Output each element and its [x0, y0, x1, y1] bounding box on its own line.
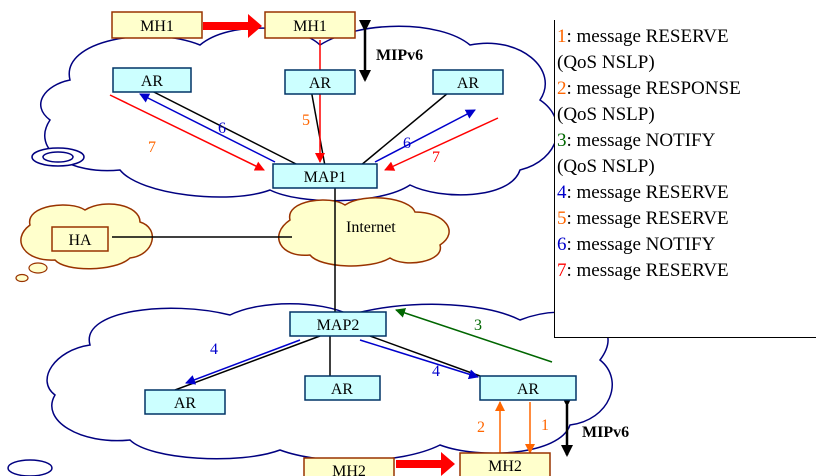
message-legend: 1: message RESERVE (QoS NSLP) 2: message…: [554, 20, 816, 338]
arrow-6-right-number: 6: [403, 135, 411, 152]
svg-text:MH2: MH2: [488, 458, 522, 475]
node-mh1-new: MH1: [264, 11, 356, 39]
mh2-handover-arrow: [396, 452, 455, 476]
node-mh1-old: MH1: [111, 11, 203, 39]
node-ha: HA: [51, 226, 109, 252]
legend-item: 5: message RESERVE: [557, 208, 729, 229]
node-ar-top-mid: AR: [284, 69, 356, 95]
node-ar-top-right: AR: [432, 69, 504, 95]
arrow-6-left: [139, 93, 276, 163]
svg-text:MAP2: MAP2: [317, 317, 360, 334]
mipv6-bottom-label: MIPv6: [582, 424, 629, 441]
arrow-4-right: [359, 339, 479, 380]
node-mh2-new: MH2: [459, 452, 551, 476]
node-ar-bot-right: AR: [479, 375, 577, 401]
arrow-7-right: [384, 117, 499, 171]
legend-item: 2: message RESPONSE: [557, 78, 741, 99]
svg-text:AR: AR: [517, 381, 540, 398]
svg-text:AR: AR: [331, 381, 354, 398]
legend-item: 4: message RESERVE: [557, 182, 729, 203]
svg-text:MH1: MH1: [140, 18, 174, 35]
links: [112, 82, 481, 391]
arrow-5-number: 5: [302, 112, 310, 129]
legend-item: 6: message NOTIFY: [557, 234, 716, 255]
node-ar-top-left: AR: [112, 67, 192, 93]
svg-text:AR: AR: [174, 395, 197, 412]
svg-text:HA: HA: [68, 232, 92, 249]
svg-text:MAP1: MAP1: [304, 169, 347, 186]
svg-text:AR: AR: [141, 73, 164, 90]
arrow-7-right-number: 7: [432, 149, 440, 166]
legend-item: 3: message NOTIFY: [557, 130, 716, 151]
svg-text:MH1: MH1: [293, 18, 327, 35]
legend-item: (QoS NSLP): [557, 52, 655, 73]
svg-text:AR: AR: [309, 75, 332, 92]
node-mh2-old: MH2: [303, 457, 395, 476]
legend-item: 1: message RESERVE: [557, 26, 729, 47]
arrow-3: [395, 308, 553, 363]
arrow-4-right-number: 4: [432, 363, 440, 380]
internet-label: Internet: [346, 219, 396, 236]
arrow-6-left-number: 6: [218, 120, 226, 137]
node-ar-bot-left: AR: [144, 389, 226, 415]
arrow-7-left-number: 7: [148, 139, 156, 156]
svg-text:MH2: MH2: [332, 463, 366, 476]
mh1-handover-arrow: [203, 14, 262, 38]
node-map2: MAP2: [289, 311, 387, 337]
internet-cloud: [278, 197, 450, 267]
arrow-2-number: 2: [477, 419, 485, 436]
node-map1: MAP1: [272, 163, 378, 189]
arrow-3-number: 3: [474, 317, 482, 334]
arrow-4-left: [185, 339, 301, 385]
arrow-1-number: 1: [541, 417, 549, 434]
svg-text:AR: AR: [457, 75, 480, 92]
legend-item: (QoS NSLP): [557, 104, 655, 125]
legend-item: (QoS NSLP): [557, 156, 655, 177]
mipv6-top-label: MIPv6: [376, 47, 423, 64]
arrow-4-left-number: 4: [210, 341, 218, 358]
arrow-6-right: [374, 109, 476, 163]
node-ar-bot-mid: AR: [304, 375, 381, 401]
legend-item: 7: message RESERVE: [557, 260, 729, 281]
arrow-7-left: [109, 94, 265, 171]
